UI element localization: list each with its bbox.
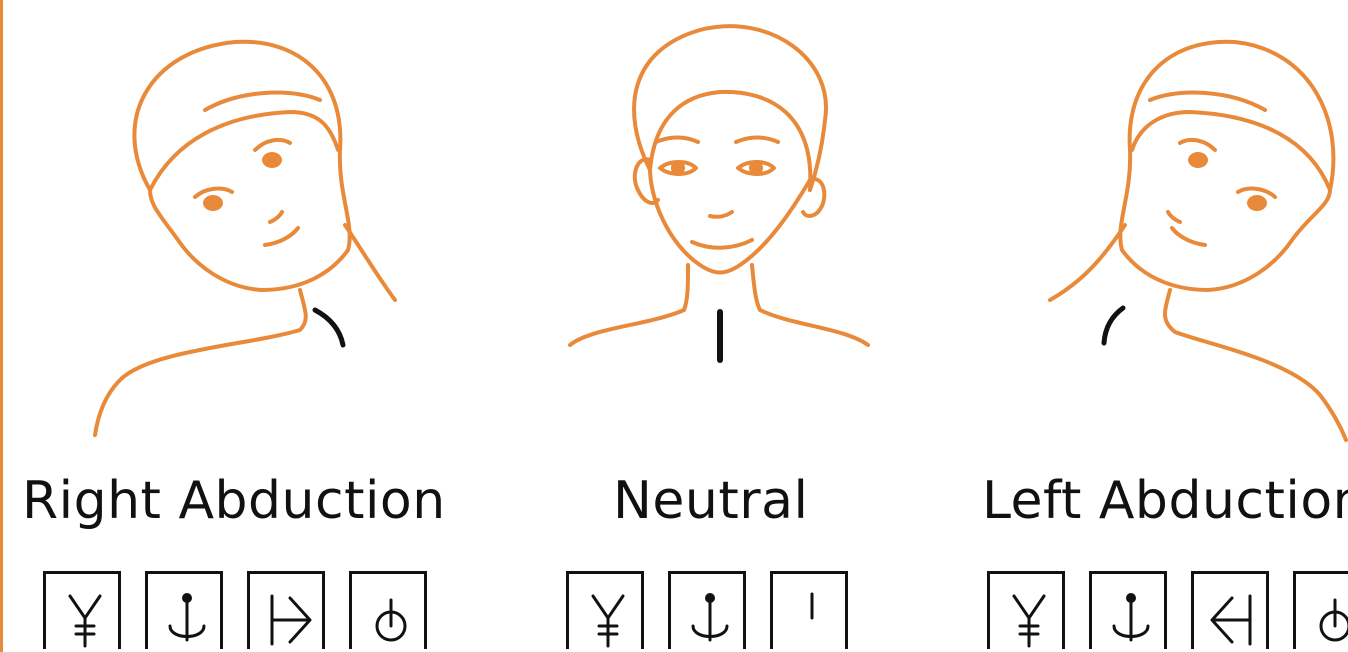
head-neutral-illustration — [470, 0, 890, 460]
short-bar-icon — [770, 571, 848, 649]
anchor-tack-icon — [668, 571, 746, 649]
head-tilted-right-illustration — [0, 0, 470, 460]
panel-neutral: Neutral — [470, 0, 890, 652]
symbol-strip — [566, 571, 856, 652]
neck-arc-left-mark — [1104, 308, 1123, 343]
panel-label: Right Abduction — [22, 470, 446, 532]
power-symbol-icon — [349, 571, 427, 649]
anchor-tack-icon — [145, 571, 223, 649]
psi-tack-icon — [566, 571, 644, 649]
panel-right-abduction: Right Abduction — [0, 0, 470, 652]
neck-arc-right-mark — [315, 310, 343, 345]
panel-label: Neutral — [613, 470, 808, 532]
symbol-strip — [43, 571, 438, 652]
panel-label: Left Abduction — [982, 470, 1348, 532]
symbol-strip — [987, 571, 1348, 652]
psi-tack-icon — [987, 571, 1065, 649]
arrow-left-bar-icon — [1191, 571, 1269, 649]
power-symbol-icon — [1293, 571, 1348, 649]
panel-left-abduction: Left Abduction — [890, 0, 1348, 652]
head-tilted-left-illustration — [890, 0, 1348, 460]
anchor-tack-icon — [1089, 571, 1167, 649]
arrow-right-bar-icon — [247, 571, 325, 649]
psi-tack-icon — [43, 571, 121, 649]
